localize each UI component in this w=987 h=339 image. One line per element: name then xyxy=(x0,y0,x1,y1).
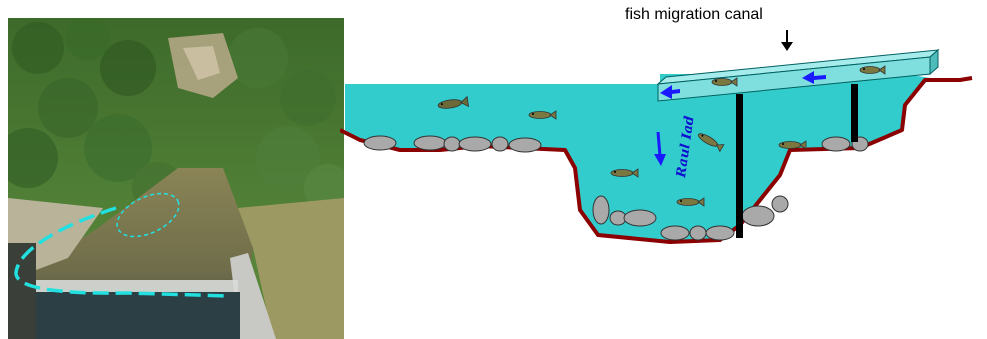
down-arrow-head xyxy=(781,42,793,51)
river-photo xyxy=(8,18,344,339)
cross-section-diagram: Raul Iad xyxy=(340,0,987,260)
support-post xyxy=(851,84,858,142)
canal-label: fish migration canal xyxy=(625,6,763,24)
river-photo-drawing xyxy=(8,18,344,339)
cross-section-drawing: Raul Iad xyxy=(340,0,987,260)
support-post xyxy=(736,94,743,238)
